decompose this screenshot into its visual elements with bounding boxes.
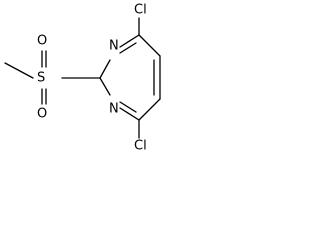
bond-c6-c6b bbox=[138, 98, 161, 121]
bond-n-bottom-c2 bbox=[99, 77, 111, 96]
atom-nitrogen-top: N bbox=[109, 39, 119, 54]
bond-s-methyl bbox=[4, 62, 34, 79]
atom-chlorine-top: Cl bbox=[134, 3, 147, 18]
atom-nitrogen-bottom: N bbox=[109, 102, 119, 117]
bond-c6b-n-bottom bbox=[119, 107, 140, 121]
chemical-structure: Cl Cl N N S O O bbox=[4, 3, 161, 154]
atom-chlorine-bottom: Cl bbox=[134, 139, 147, 154]
atom-labels: Cl Cl N N S O O bbox=[37, 3, 147, 154]
atom-sulfur: S bbox=[37, 71, 45, 86]
atom-oxygen-upper: O bbox=[37, 34, 47, 49]
bond-n-top-c4-double bbox=[119, 42, 137, 54]
bond-n-top-c4 bbox=[119, 34, 140, 48]
bonds bbox=[4, 17, 161, 139]
bond-c4-c5 bbox=[138, 34, 161, 57]
bond-c6b-n-bottom-double bbox=[119, 101, 137, 113]
bond-c2-n-top bbox=[99, 59, 111, 79]
atom-oxygen-lower: O bbox=[37, 107, 47, 122]
